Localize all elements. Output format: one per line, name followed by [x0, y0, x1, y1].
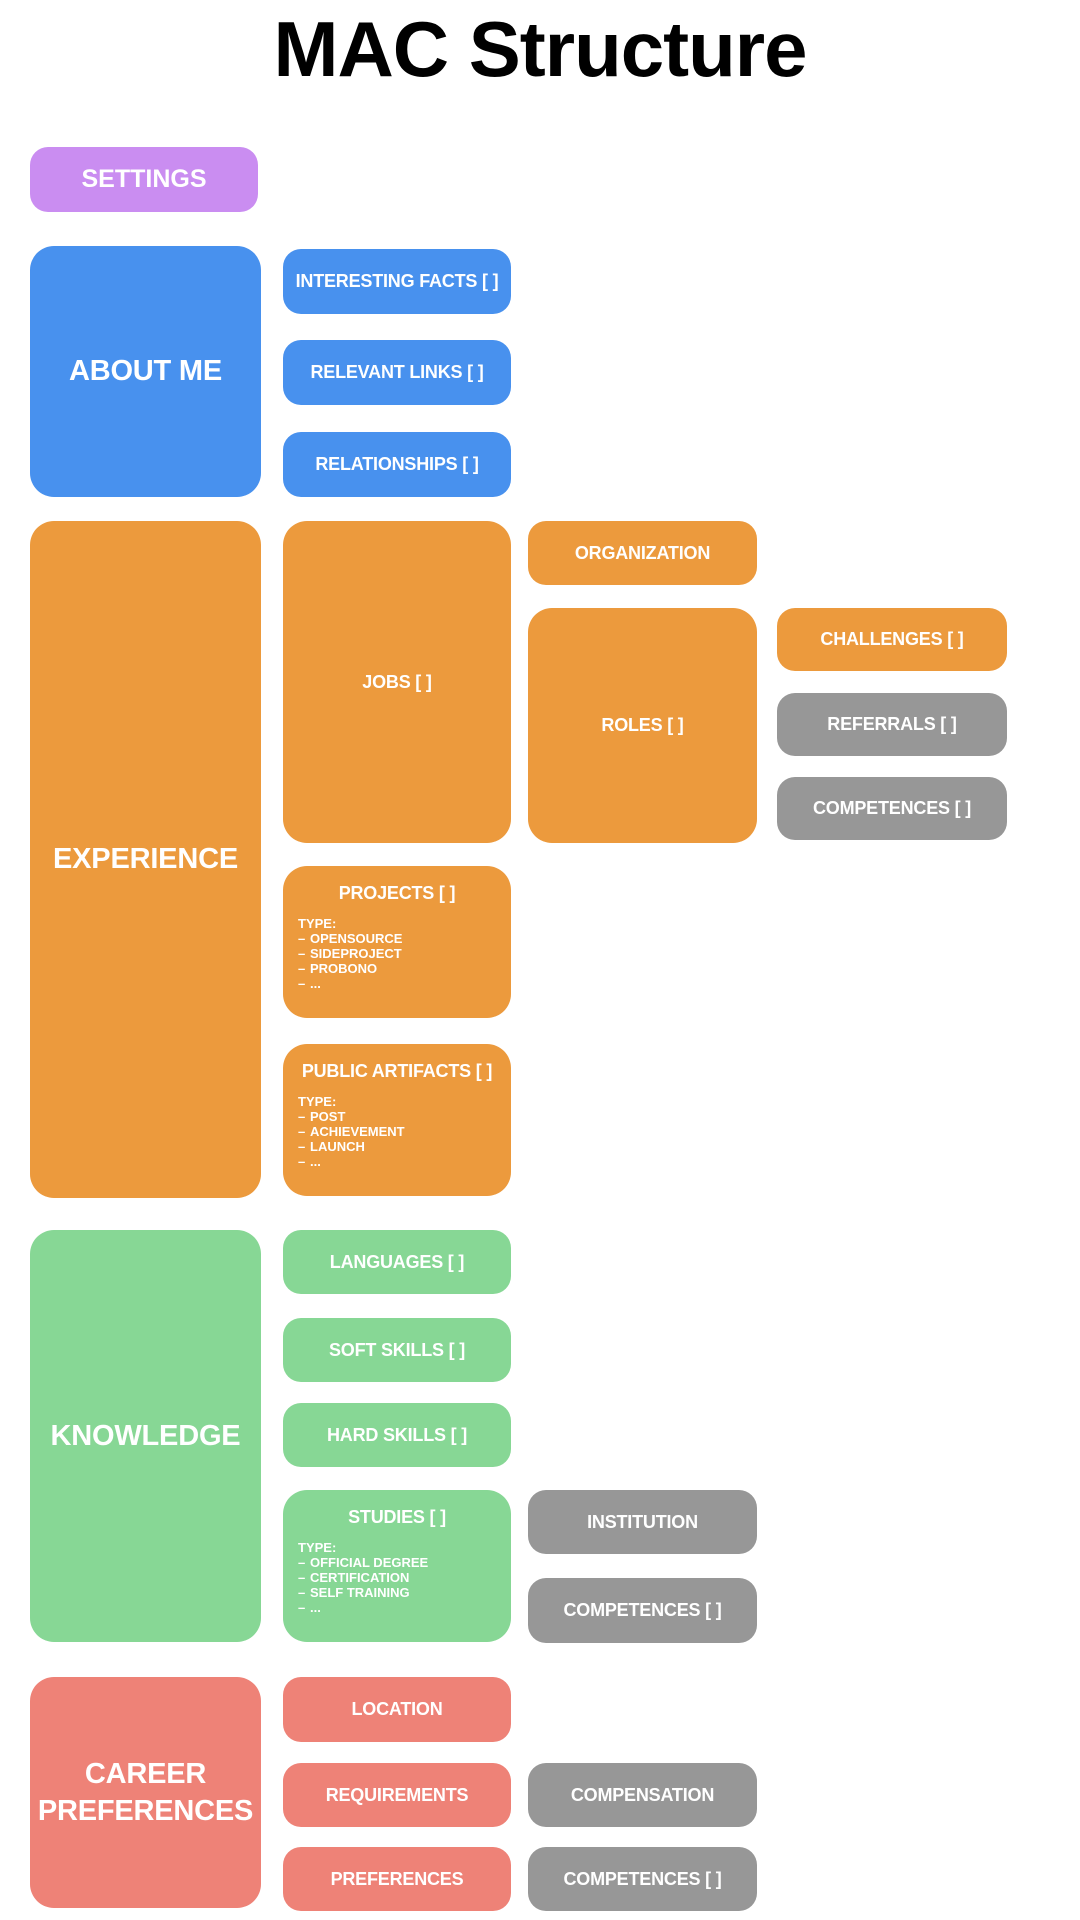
studies-type-heading: TYPE: [298, 1540, 337, 1555]
node-studies: STUDIES [ ] TYPE: –OFFICIAL DEGREE–CERTI… [283, 1490, 511, 1642]
interesting-facts-label: INTERESTING FACTS [ ] [295, 271, 499, 291]
knowledge-label: KNOWLEDGE [50, 1419, 241, 1452]
soft-skills-label: SOFT SKILLS [ ] [329, 1339, 465, 1360]
node-institution: INSTITUTION [528, 1490, 757, 1554]
node-location: LOCATION [283, 1677, 511, 1742]
referrals-label: REFERRALS [ ] [827, 714, 957, 734]
studies-type-items: –OFFICIAL DEGREE–CERTIFICATION–SELF TRAI… [298, 1555, 429, 1615]
node-interesting-facts: INTERESTING FACTS [ ] [283, 249, 511, 314]
node-organization: ORGANIZATION [528, 521, 757, 585]
node-knowledge: KNOWLEDGE [30, 1230, 261, 1642]
jobs-label: JOBS [ ] [362, 671, 432, 692]
studies-label: STUDIES [ ] [348, 1507, 446, 1527]
organization-label: ORGANIZATION [574, 542, 711, 563]
projects-type-items: –OPENSOURCE–SIDEPROJECT–PROBONO–... [298, 931, 403, 991]
node-career-preferences: CAREER PREFERENCES [30, 1677, 261, 1908]
node-public-artifacts: PUBLIC ARTIFACTS [ ] TYPE: –POST–ACHIEVE… [283, 1044, 511, 1196]
preferences-label: PREFERENCES [330, 1868, 464, 1889]
relationships-label: RELATIONSHIPS [ ] [315, 454, 479, 474]
competences-roles-label: COMPETENCES [ ] [812, 798, 971, 818]
node-preferences: PREFERENCES [283, 1847, 511, 1911]
experience-label: EXPERIENCE [53, 843, 238, 876]
languages-label: LANGUAGES [ ] [329, 1251, 465, 1272]
node-relationships: RELATIONSHIPS [ ] [283, 432, 511, 497]
node-relevant-links: RELEVANT LINKS [ ] [283, 340, 511, 405]
location-label: LOCATION [351, 1699, 443, 1719]
node-requirements: REQUIREMENTS [283, 1763, 511, 1827]
node-hard-skills: HARD SKILLS [ ] [283, 1403, 511, 1467]
node-soft-skills: SOFT SKILLS [ ] [283, 1318, 511, 1382]
compensation-label: COMPENSATION [570, 1784, 715, 1805]
challenges-label: CHALLENGES [ ] [820, 629, 964, 649]
node-about-me: ABOUT ME [30, 246, 261, 497]
node-languages: LANGUAGES [ ] [283, 1230, 511, 1294]
node-settings: SETTINGS [30, 147, 258, 212]
node-experience: EXPERIENCE [30, 521, 261, 1198]
relevant-links-label: RELEVANT LINKS [ ] [310, 362, 484, 382]
projects-label: PROJECTS [ ] [338, 883, 456, 903]
page-title: MAC Structure [273, 5, 807, 93]
studies-type-list: TYPE: –OFFICIAL DEGREE–CERTIFICATION–SEL… [283, 1528, 511, 1615]
node-roles: ROLES [ ] [528, 608, 757, 843]
public-artifacts-label: PUBLIC ARTIFACTS [ ] [301, 1061, 493, 1081]
competences-career-label: COMPETENCES [ ] [563, 1868, 722, 1889]
node-referrals: REFERRALS [ ] [777, 693, 1007, 756]
public-artifacts-type-list: TYPE: –POST–ACHIEVEMENT–LAUNCH–... [283, 1082, 511, 1169]
node-challenges: CHALLENGES [ ] [777, 608, 1007, 671]
node-competences-studies: COMPETENCES [ ] [528, 1578, 757, 1643]
projects-type-heading: TYPE: [298, 916, 337, 931]
node-competences-career: COMPETENCES [ ] [528, 1847, 757, 1911]
public-artifacts-type-heading: TYPE: [298, 1094, 337, 1109]
institution-label: INSTITUTION [587, 1511, 698, 1532]
public-artifacts-type-items: –POST–ACHIEVEMENT–LAUNCH–... [298, 1109, 405, 1169]
node-jobs: JOBS [ ] [283, 521, 511, 843]
about-me-label: ABOUT ME [68, 355, 223, 388]
roles-label: ROLES [ ] [601, 715, 684, 735]
settings-label: SETTINGS [81, 165, 207, 193]
node-compensation: COMPENSATION [528, 1763, 757, 1827]
hard-skills-label: HARD SKILLS [ ] [327, 1424, 467, 1445]
node-competences-roles: COMPETENCES [ ] [777, 777, 1007, 840]
requirements-label: REQUIREMENTS [325, 1784, 469, 1805]
node-projects: PROJECTS [ ] TYPE: –OPENSOURCE–SIDEPROJE… [283, 866, 511, 1018]
competences-studies-label: COMPETENCES [ ] [563, 1600, 722, 1620]
career-preferences-label: CAREER PREFERENCES [37, 1758, 254, 1827]
projects-type-list: TYPE: –OPENSOURCE–SIDEPROJECT–PROBONO–..… [283, 904, 511, 991]
